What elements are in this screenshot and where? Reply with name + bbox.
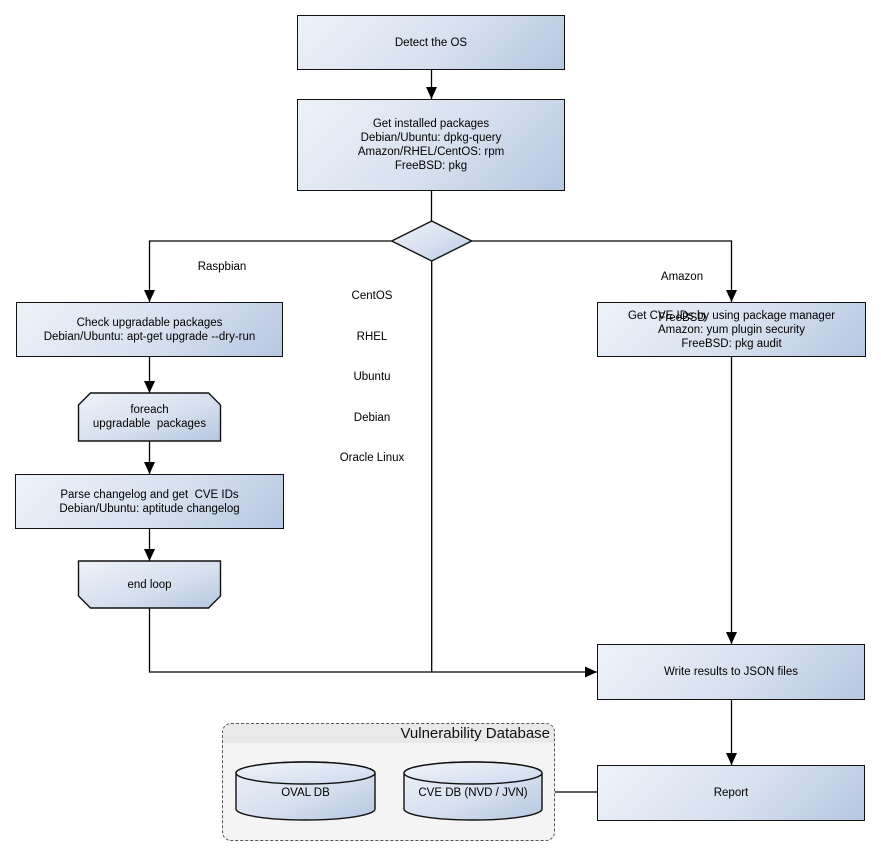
node-get-installed-line-1: Get installed packages xyxy=(372,118,490,130)
node-get-installed-line-4: FreeBSD: pkg xyxy=(394,160,468,172)
node-get-cve-ids-line-1: Get CVE IDs by using package manager xyxy=(627,309,836,322)
foreach-loop-shape xyxy=(77,392,222,442)
center-os-centos: CentOS xyxy=(351,290,393,302)
right-os-freebsd: FreeBSD xyxy=(658,311,706,324)
center-os-ubuntu: Ubuntu xyxy=(353,371,391,383)
node-get-installed-line-3: Amazon/RHEL/CentOS: rpm xyxy=(357,146,505,158)
edge-endloop-to-write-results xyxy=(148,608,597,678)
node-report: Report xyxy=(597,765,865,821)
node-get-cve-ids: Get CVE IDs by using package manager Ama… xyxy=(597,302,866,357)
center-os-oracle-linux: Oracle Linux xyxy=(339,452,405,464)
center-os-rhel: RHEL xyxy=(356,330,388,343)
oval-db-cylinder xyxy=(235,761,376,821)
node-report-label: Report xyxy=(713,787,749,799)
node-check-upgradable-line-2: Debian/Ubuntu: apt-get upgrade --dry-run xyxy=(43,330,256,343)
node-get-installed-packages: Get installed packages Debian/Ubuntu: dp… xyxy=(297,99,565,191)
node-get-installed-line-2: Debian/Ubuntu: dpkg-query xyxy=(360,132,502,144)
edge-label-center-os-list: CentOS RHEL Ubuntu Debian Oracle Linux xyxy=(312,263,432,493)
cve-db-cylinder xyxy=(403,761,543,821)
node-parse-changelog-line-1: Parse changelog and get CVE IDs xyxy=(60,488,239,501)
node-parse-changelog-line-2: Debian/Ubuntu: aptitude changelog xyxy=(59,502,240,515)
edge-decision-to-check-upgradable xyxy=(144,240,392,302)
node-write-results-label: Write results to JSON files xyxy=(664,666,798,678)
decision-diamond xyxy=(390,220,474,262)
node-check-upgradable: Check upgradable packages Debian/Ubuntu:… xyxy=(16,302,283,357)
center-os-debian: Debian xyxy=(353,411,391,424)
node-get-cve-ids-line-3: FreeBSD: pkg audit xyxy=(681,337,782,350)
node-parse-changelog: Parse changelog and get CVE IDs Debian/U… xyxy=(15,474,284,529)
right-os-amazon: Amazon xyxy=(660,271,704,283)
node-check-upgradable-line-1: Check upgradable packages xyxy=(76,316,223,329)
end-loop-shape xyxy=(77,560,222,609)
node-detect-os-label: Detect the OS xyxy=(394,36,468,49)
node-get-cve-ids-line-2: Amazon: yum plugin security xyxy=(657,323,805,336)
edge-decision-to-get-cve-ids xyxy=(471,240,737,302)
vulnerability-database-header: Vulnerability Database xyxy=(223,724,554,743)
edge-label-raspbian: Raspbian xyxy=(197,261,247,273)
node-write-results: Write results to JSON files xyxy=(597,644,865,700)
vulnerability-database-title: Vulnerability Database xyxy=(400,725,550,742)
node-detect-os: Detect the OS xyxy=(297,15,565,70)
edge-label-right-os-list: Amazon FreeBSD xyxy=(641,244,723,352)
